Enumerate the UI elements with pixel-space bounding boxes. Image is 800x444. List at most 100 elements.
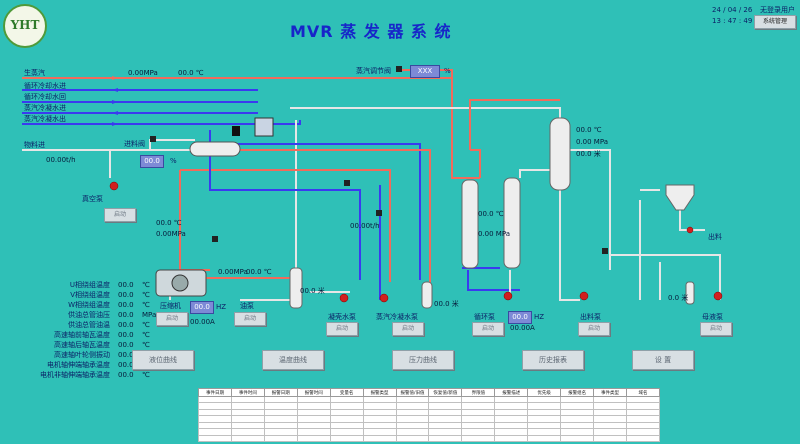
condensate-pump-start-button[interactable]: 启动 <box>326 322 358 336</box>
table-cell <box>395 434 430 443</box>
param-label: 电机轴伸端轴承温度 <box>47 361 110 369</box>
table-cell <box>263 434 298 443</box>
param-label: 高速轴前轴瓦温度 <box>54 331 110 339</box>
param-value: 00.0 <box>118 351 134 359</box>
table-cell <box>560 434 595 443</box>
tank-level: 00.0 米 <box>300 287 325 295</box>
feed-flow: 00.00t/h <box>46 156 76 164</box>
param-unit: ℃ <box>142 371 150 379</box>
cooling-return-label: 循环冷却水回 <box>24 93 66 101</box>
alarm-column-header[interactable]: 域名 <box>625 388 661 397</box>
steam-valve-value[interactable]: XXX <box>410 65 440 78</box>
history-report-button[interactable]: 历史报表 <box>522 350 584 370</box>
compressor-label: 压缩机 <box>160 302 181 310</box>
pressure-curve-button[interactable]: 压力曲线 <box>392 350 454 370</box>
circ-pump-hz-value[interactable]: 00.0 <box>508 311 532 324</box>
alarm-column-header[interactable]: 报警描述 <box>494 388 529 397</box>
left-flow: 00.00t/h <box>350 222 380 230</box>
alarm-column-header[interactable]: 报警类型 <box>362 388 397 397</box>
login-status: 无登录用户 <box>760 6 795 14</box>
discharge-pump-start-button[interactable]: 启动 <box>578 322 610 336</box>
circ-pump-start-button[interactable]: 启动 <box>472 322 504 336</box>
alarm-column-header[interactable]: 事件日期 <box>198 388 232 397</box>
alarm-column-header[interactable]: 事件时间 <box>230 388 265 397</box>
param-label: 供油总管油温 <box>68 321 110 329</box>
steam-temp: 00.0 ℃ <box>178 69 204 77</box>
param-value: 00.0 <box>118 361 134 369</box>
param-label: 高速轴叶轮侧振动 <box>54 351 110 359</box>
table-row[interactable] <box>198 408 661 417</box>
feed-valve-unit: % <box>170 157 177 165</box>
condensate-pump-label: 凝壳水泵 <box>328 313 356 321</box>
param-label: 高速轴后轴瓦温度 <box>54 341 110 349</box>
outlet-label: 出料 <box>708 233 722 241</box>
feed-valve-label: 进料阀 <box>124 140 145 148</box>
param-unit: ℃ <box>142 291 150 299</box>
settings-button[interactable]: 设 置 <box>632 350 694 370</box>
steam-line-label: 生蒸汽 <box>24 69 45 77</box>
param-value: 00.0 <box>118 341 134 349</box>
steam-valve-unit: % <box>444 67 451 75</box>
table-row[interactable] <box>198 428 661 436</box>
alarm-column-header[interactable]: 变量名 <box>329 388 364 397</box>
table-cell <box>329 434 364 443</box>
separator-level: 00.0 米 <box>576 150 601 158</box>
level-curve-button[interactable]: 液位曲线 <box>132 350 194 370</box>
alarm-column-header[interactable]: 界限值 <box>461 388 496 397</box>
mother-pump-start-button[interactable]: 启动 <box>700 322 732 336</box>
condensate-in-label: 蒸汽冷凝水进 <box>24 104 66 112</box>
separator-temp: 00.0 ℃ <box>576 126 602 134</box>
alarm-column-header[interactable]: 报警日期 <box>263 388 298 397</box>
alarm-column-header[interactable]: 报警组名 <box>560 388 595 397</box>
table-row[interactable] <box>198 434 661 443</box>
compressor-hz-unit: HZ <box>216 303 227 311</box>
alarm-column-header[interactable]: 优先级 <box>527 388 562 397</box>
compressor-current: 00.00A <box>190 318 215 326</box>
param-label: 电机非轴伸端轴承温度 <box>40 371 110 379</box>
param-value: 00.0 <box>118 311 134 319</box>
table-cell <box>527 434 562 443</box>
temperature-curve-button[interactable]: 温度曲线 <box>262 350 324 370</box>
table-cell <box>198 434 232 443</box>
param-unit: ℃ <box>142 301 150 309</box>
system-admin-button[interactable]: 系统管理 <box>754 15 796 29</box>
table-cell <box>428 434 463 443</box>
logo-text: YHT <box>10 18 40 32</box>
param-label: U相绕组温度 <box>69 281 110 289</box>
compressor-temp: 00.0 ℃ <box>246 268 272 276</box>
table-cell <box>230 434 265 443</box>
alarm-table-header: 事件日期事件时间报警日期报警时间变量名报警类型报警值/旧值恢复值/新值界限值报警… <box>198 388 661 397</box>
alarm-column-header[interactable]: 恢复值/新值 <box>428 388 463 397</box>
separator-pressure: 0.00 MPa <box>576 138 609 146</box>
steam-cond-pump-start-button[interactable]: 启动 <box>392 322 424 336</box>
alarm-column-header[interactable]: 报警时间 <box>296 388 331 397</box>
param-value: 00.0 <box>118 331 134 339</box>
page-title: MVR 蒸 发 器 系 统 <box>290 22 452 41</box>
company-logo: YHT <box>3 4 47 48</box>
circ-pump-hz-unit: HZ <box>534 313 545 321</box>
circ-pump-label: 循环泵 <box>474 313 495 321</box>
param-unit: ℃ <box>142 341 150 349</box>
current-date: 24 / 04 / 26 <box>712 6 753 14</box>
vacuum-pump-label: 真空泵 <box>82 195 103 203</box>
oil-pump-label: 油泵 <box>240 302 254 310</box>
feed-valve-value[interactable]: 00.0 <box>140 155 164 168</box>
discharge-pump-label: 出料泵 <box>580 313 601 321</box>
compressor-pressure: 0.00MPa <box>218 268 248 276</box>
compressor-hz-value[interactable]: 00.0 <box>190 301 214 314</box>
steam-cond-pump-label: 蒸汽冷凝水泵 <box>376 313 418 321</box>
compressor-start-button[interactable]: 启动 <box>156 312 188 326</box>
table-cell <box>461 434 496 443</box>
alarm-column-header[interactable]: 事件类型 <box>593 388 627 397</box>
condensate-out-label: 蒸汽冷凝水出 <box>24 115 66 123</box>
table-row[interactable] <box>198 415 661 423</box>
param-unit: MPa <box>142 311 157 319</box>
vacuum-pump-start-button[interactable]: 启动 <box>104 208 136 222</box>
feed-line-label: 物料进 <box>24 141 45 149</box>
left-pressure: 0.00MPa <box>156 230 186 238</box>
left-temp: 00.0 ℃ <box>156 219 182 227</box>
alarm-column-header[interactable]: 报警值/旧值 <box>395 388 430 397</box>
oil-pump-start-button[interactable]: 启动 <box>234 312 266 326</box>
circ-pump-current: 00.00A <box>510 324 535 332</box>
